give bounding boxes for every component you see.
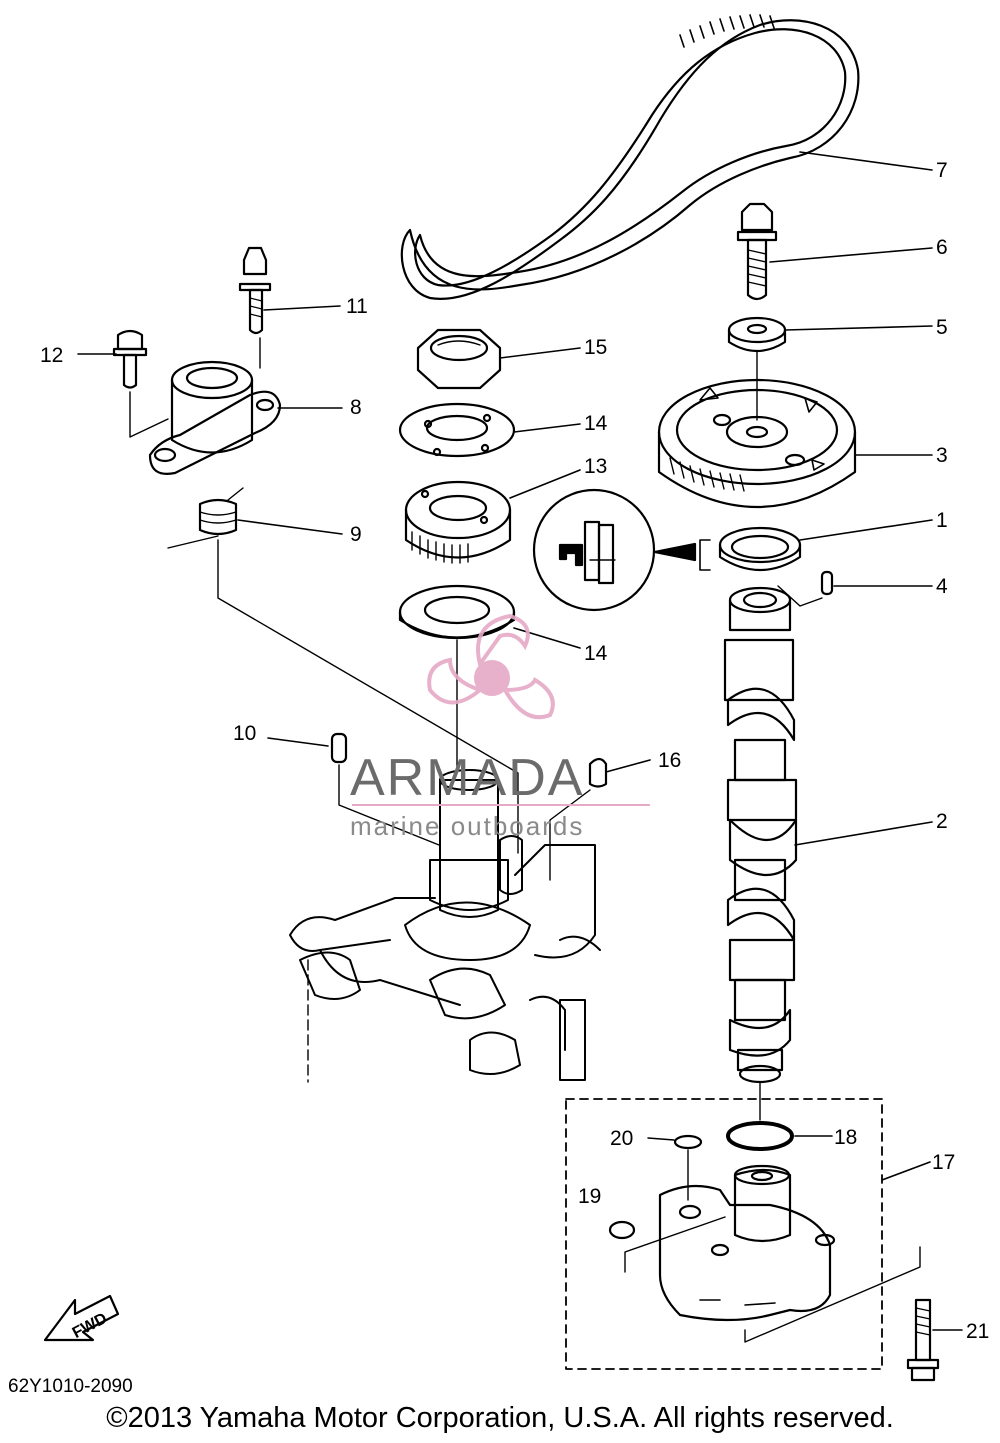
callout-20: 20 (610, 1127, 633, 1150)
woodruff-key (588, 757, 608, 788)
cylinder-head-partial (289, 769, 601, 1081)
tensioner-bolt-short (112, 329, 148, 389)
callout-7: 7 (936, 159, 948, 182)
camshaft (723, 586, 798, 1084)
dowel-pin (777, 570, 834, 607)
oil-pump-assembly-box (565, 1098, 883, 1370)
drawing-code: 62Y1010-2090 (8, 1376, 133, 1397)
callout-6: 6 (936, 236, 948, 259)
callout-18: 18 (834, 1126, 857, 1149)
callout-21: 21 (966, 1320, 989, 1343)
plate-upper (398, 402, 516, 458)
callout-14-upper: 14 (584, 412, 608, 435)
callout-19: 19 (578, 1185, 601, 1208)
callout-8: 8 (350, 396, 362, 419)
callout-2: 2 (936, 810, 948, 833)
tensioner (148, 360, 282, 475)
copyright-notice: ©2013 Yamaha Motor Corporation, U.S.A. A… (106, 1402, 894, 1434)
seal-detail-circle (532, 488, 656, 612)
oil-seal (718, 526, 802, 572)
callout-16: 16 (658, 749, 681, 772)
armada-watermark-logo (427, 613, 555, 720)
watermark-tagline: marine outboards (350, 811, 584, 841)
oil-pump-bolt (906, 1298, 940, 1382)
pin (330, 732, 348, 764)
callout-15: 15 (584, 336, 607, 359)
camshaft-pulley-bolt (736, 202, 778, 301)
nut (416, 328, 502, 390)
timing-belt (400, 14, 860, 300)
callout-3: 3 (936, 444, 948, 467)
o-ring-large (726, 1121, 794, 1151)
spring (198, 498, 238, 536)
callout-14-lower: 14 (584, 642, 608, 665)
o-ring-small-19 (608, 1220, 636, 1240)
camshaft-pulley (657, 378, 857, 509)
callout-13: 13 (584, 455, 607, 478)
callout-17: 17 (932, 1151, 955, 1174)
callout-5: 5 (936, 316, 948, 339)
callout-9: 9 (350, 523, 362, 546)
callout-10: 10 (233, 722, 256, 745)
forward-direction-arrow (43, 1294, 120, 1342)
callout-4: 4 (936, 575, 948, 598)
tensioner-bolt (238, 246, 272, 335)
callout-11: 11 (346, 295, 368, 318)
plate-lower (398, 584, 516, 640)
callout-12: 12 (40, 344, 63, 367)
washer (727, 316, 787, 353)
callout-1: 1 (936, 509, 948, 532)
oil-pump (658, 1164, 836, 1322)
watermark-brand: ARMADA (350, 749, 584, 807)
o-ring-small-20 (673, 1134, 703, 1150)
gear (404, 480, 512, 564)
